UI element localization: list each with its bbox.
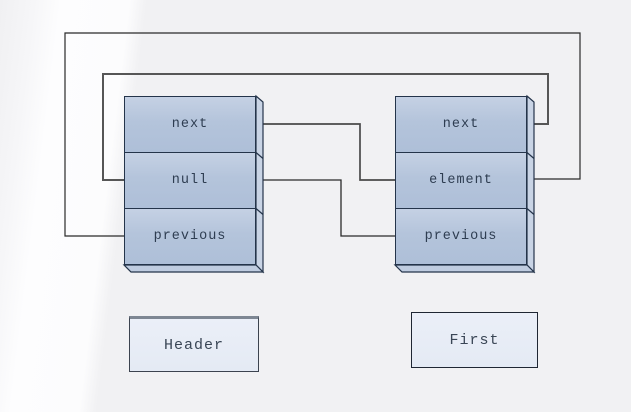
header-caption-label: Header — [163, 336, 224, 354]
first-node-bevel-notch-2 — [526, 208, 535, 215]
header-node-bevel-notch-1 — [255, 152, 264, 159]
first-caption-label: First — [449, 331, 500, 349]
header-node-bevel-notch-2 — [255, 208, 264, 215]
first-node-bevel-notch-1 — [526, 152, 535, 159]
outer-loop-header-previous-to-first-connector — [64, 32, 581, 237]
inner-loop-first-next-to-header-connector — [102, 73, 549, 181]
first-node-side-face — [526, 94, 535, 274]
header-node-previous-cell: previous — [124, 208, 256, 265]
first-node-previous-cell: previous — [395, 208, 527, 265]
header-caption-box: Header — [129, 316, 259, 372]
header-node-null-cell: null — [124, 152, 256, 209]
first-node-element-cell: element — [395, 152, 527, 209]
first-node-next-cell: next — [395, 96, 527, 153]
first-node-bottom-face — [393, 264, 536, 273]
header-node-bottom-face — [122, 264, 265, 273]
first-caption-box: First — [411, 312, 538, 368]
first-previous-to-header-connector — [263, 179, 395, 237]
header-node-side-face — [255, 94, 264, 274]
header-node-next-cell: next — [124, 96, 256, 153]
header-next-to-first-connector — [263, 123, 395, 181]
